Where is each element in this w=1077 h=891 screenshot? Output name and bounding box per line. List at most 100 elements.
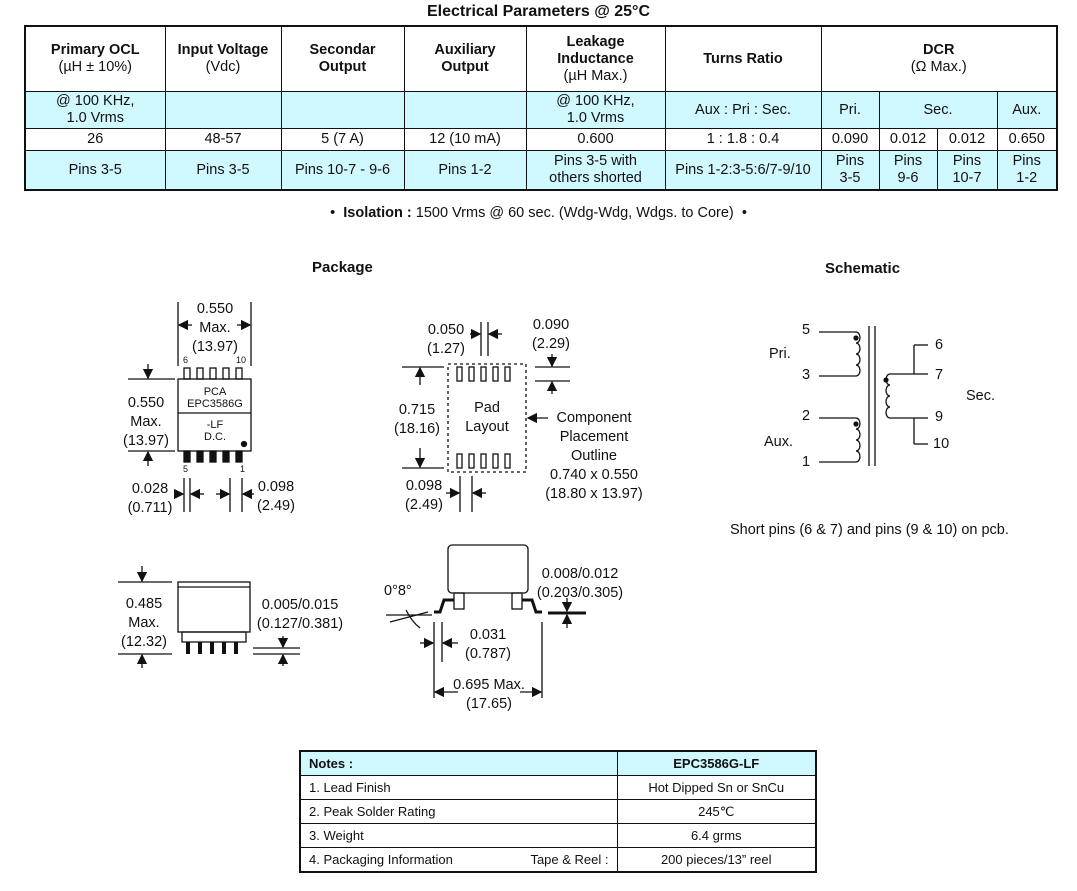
pin-number-6: 6 xyxy=(183,355,189,365)
overall-length-dim: 0.695 Max.(17.65) xyxy=(453,677,525,712)
electrical-parameters-table: Primary OCL(µH ± 10%) Input Voltage(Vdc)… xyxy=(24,25,1059,191)
pin-width-dim: 0.028(0.711) xyxy=(127,481,173,516)
note-value: 6.4 grms xyxy=(616,823,817,848)
notes-header-row: Notes : EPC3586G-LF xyxy=(299,750,817,776)
cond-turns: Aux : Pri : Sec. xyxy=(664,91,822,129)
isolation-line: • Isolation : 1500 Vrms @ 60 sec. (Wdg-W… xyxy=(0,205,1077,221)
isolation-text: 1500 Vrms @ 60 sec. (Wdg-Wdg, Wdgs. to C… xyxy=(415,205,734,221)
schematic-pin-10: 10 xyxy=(933,436,950,452)
table-row: 3. Weight 6.4 grms xyxy=(299,823,817,848)
cond-dcr-sec: Sec. xyxy=(878,91,998,129)
lead-thickness-dim: 0.008/0.012(0.203/0.305) xyxy=(536,566,624,601)
value-cell: 48-57 xyxy=(164,128,282,151)
table-row: 4. Packaging Information Tape & Reel : 2… xyxy=(299,847,817,873)
table-row-conditions: @ 100 KHz,1.0 Vrms @ 100 KHz,1.0 Vrms Au… xyxy=(24,91,1058,129)
header-turns-ratio: Turns Ratio xyxy=(664,25,822,92)
foot-length-dim: 0.031(0.787) xyxy=(465,627,511,662)
cond-dcr-pri: Pri. xyxy=(820,91,880,129)
note-label: 1. Lead Finish xyxy=(299,775,618,800)
auxiliary-label: Aux. xyxy=(764,434,794,450)
value-cell: 0.600 xyxy=(525,128,666,151)
schematic-pin-7: 7 xyxy=(935,367,944,383)
header-primary-ocl: Primary OCL(µH ± 10%) xyxy=(24,25,166,92)
isolation-label: Isolation : xyxy=(343,205,412,221)
package-side-view xyxy=(118,566,300,668)
pins-ocl: Pins 3-5 xyxy=(24,150,166,191)
page-title: Electrical Parameters @ 25°C xyxy=(426,3,650,20)
secondary-label: Sec. xyxy=(966,388,996,404)
package-top-view xyxy=(128,302,254,512)
package-front-view xyxy=(386,544,586,698)
note-value: Hot Dipped Sn or SnCu xyxy=(616,775,817,800)
value-cell: 1 : 1.8 : 0.4 xyxy=(664,128,822,151)
cond-empty xyxy=(164,91,282,129)
bullet: • xyxy=(330,205,336,221)
notes-table: Notes : EPC3586G-LF 1. Lead Finish Hot D… xyxy=(299,750,817,873)
note-value: 245℃ xyxy=(616,799,817,824)
primary-label: Pri. xyxy=(769,346,791,362)
table-header-row: Primary OCL(µH ± 10%) Input Voltage(Vdc)… xyxy=(24,25,1058,92)
cond-empty xyxy=(280,91,405,129)
note-value: 200 pieces/13” reel xyxy=(616,847,817,873)
cond-dcr-aux: Aux. xyxy=(996,91,1058,129)
note-label: 3. Weight xyxy=(299,823,618,848)
pin-number-1: 1 xyxy=(240,464,246,474)
table-row: 2. Peak Solder Rating 245℃ xyxy=(299,799,817,824)
table-row-values: 26 48-57 5 (7 A) 12 (10 mA) 0.600 1 : 1.… xyxy=(24,128,1058,151)
schematic-pin-1: 1 xyxy=(802,454,811,470)
schematic-pin-3: 3 xyxy=(802,367,811,383)
header-dcr: DCR(Ω Max.) xyxy=(820,25,1058,92)
pins-secondary: Pins 10-7 - 9-6 xyxy=(280,150,405,191)
transformer-schematic xyxy=(819,326,928,466)
pad-height-dim: 0.090(2.29) xyxy=(532,317,570,352)
table-row: 1. Lead Finish Hot Dipped Sn or SnCu xyxy=(299,775,817,800)
value-cell: 12 (10 mA) xyxy=(403,128,527,151)
pin-number-5: 5 xyxy=(183,464,189,474)
pins-input: Pins 3-5 xyxy=(164,150,282,191)
pin-pitch-dim: 0.098(2.49) xyxy=(257,479,295,514)
value-cell: 26 xyxy=(24,128,166,151)
schematic-pin-6: 6 xyxy=(935,337,944,353)
value-cell: 0.650 xyxy=(996,128,1058,151)
schematic-pin-9: 9 xyxy=(935,409,944,425)
pad-width-dim: 0.050(1.27) xyxy=(427,322,465,357)
note-label: 4. Packaging Information Tape & Reel : xyxy=(299,847,618,873)
cond-leakage: @ 100 KHz,1.0 Vrms xyxy=(525,91,666,129)
schematic-pin-5: 5 xyxy=(802,322,811,338)
table-row-pins: Pins 3-5 Pins 3-5 Pins 10-7 - 9-6 Pins 1… xyxy=(24,150,1058,191)
pins-turns: Pins 1-2:3-5:6/7-9/10 xyxy=(664,150,822,191)
cond-empty xyxy=(403,91,527,129)
pad-layout-view xyxy=(402,322,570,512)
value-cell: 0.012 xyxy=(936,128,998,151)
schematic-note: Short pins (6 & 7) and pins (9 & 10) on … xyxy=(730,522,1009,538)
notes-header-part: EPC3586G-LF xyxy=(616,750,817,776)
bullet: • xyxy=(741,205,747,221)
lead-angle-dim: 0°8° xyxy=(384,583,412,599)
standoff-dim: 0.005/0.015(0.127/0.381) xyxy=(256,597,344,632)
pad-pitch-dim: 0.098(2.49) xyxy=(405,478,443,513)
pin-number-10: 10 xyxy=(236,355,247,365)
schematic-pin-2: 2 xyxy=(802,408,811,424)
notes-header-label: Notes : xyxy=(299,750,618,776)
note-extra: Tape & Reel : xyxy=(530,852,609,867)
value-cell: 5 (7 A) xyxy=(280,128,405,151)
note-label: 2. Peak Solder Rating xyxy=(299,799,618,824)
package-title: Package xyxy=(312,259,373,276)
schematic-title: Schematic xyxy=(825,260,901,277)
